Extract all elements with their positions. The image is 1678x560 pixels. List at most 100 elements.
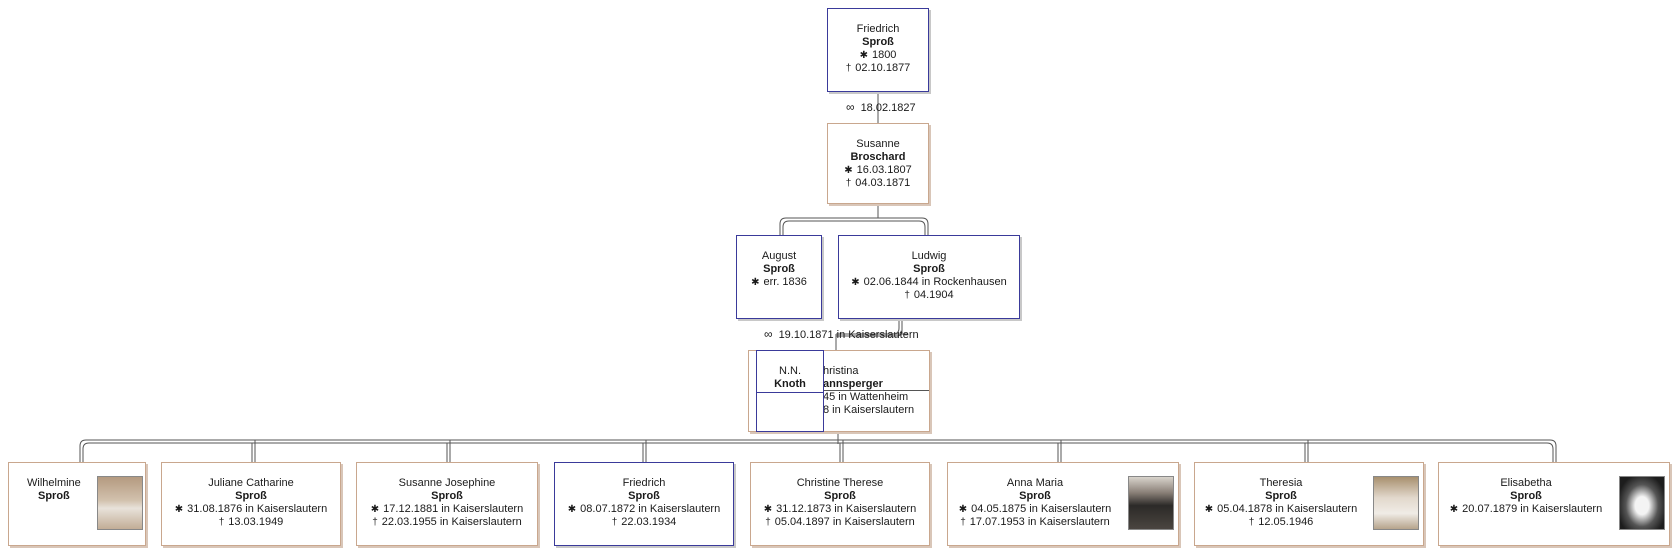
death-date: 13.03.1949 [228, 516, 284, 528]
birth-line: ✱05.04.1878 in Kaiserslautern [1195, 503, 1367, 516]
birth-date: 02.06.1844 in Rockenhausen [863, 276, 1007, 288]
marriage-date: 19.10.1871 in Kaiserslautern [778, 329, 919, 341]
divider-line [823, 390, 929, 391]
person-card-susanne-josephine[interactable]: Susanne Josephine Sproß ✱17.12.1881 in K… [356, 462, 538, 546]
surname: Knoth [757, 378, 823, 391]
person-card-susanne-mother[interactable]: Susanne Broschard ✱16.03.1807 †04.03.187… [827, 123, 929, 204]
death-line: †13.03.1949 [162, 516, 340, 529]
birth-symbol: ✱ [1449, 504, 1459, 515]
person-card-theresia[interactable]: Theresia Sproß ✱05.04.1878 in Kaiserslau… [1194, 462, 1424, 546]
given-name: hristina [823, 365, 859, 377]
given-name: Christine Therese [796, 477, 884, 489]
person-card-nn-knoth[interactable]: N.N. Knoth [756, 350, 824, 432]
birth-date: 17.12.1881 in Kaiserslautern [383, 503, 524, 515]
death-symbol: † [218, 517, 225, 528]
given-name: Susanne Josephine [398, 477, 496, 489]
given-name: N.N. [757, 365, 823, 378]
birth-line: ✱err. 1836 [737, 276, 821, 289]
person-card-friedrich-son[interactable]: Friedrich Sproß ✱08.07.1872 in Kaisersla… [554, 462, 734, 546]
given-name: Friedrich [856, 23, 900, 35]
birth-symbol: ✱ [763, 504, 773, 515]
death-line: †04.1904 [839, 289, 1019, 302]
death-date: 22.03.1934 [621, 516, 677, 528]
surname: Sproß [1265, 490, 1297, 502]
given-name: Friedrich [622, 477, 666, 489]
surname: Sproß [38, 490, 70, 502]
birth-fragment: 45 in Wattenheim [823, 391, 909, 403]
birth-date: 1800 [871, 49, 897, 61]
birth-date: 05.04.1878 in Kaiserslautern [1217, 503, 1358, 515]
death-date: 12.05.1946 [1258, 516, 1314, 528]
surname: Sproß [235, 490, 267, 502]
surname: Sproß [628, 490, 660, 502]
surname: Sproß [913, 263, 945, 275]
death-line: †22.03.1955 in Kaiserslautern [357, 516, 537, 529]
birth-line: ✱31.12.1873 in Kaiserslautern [751, 503, 929, 516]
death-date: 05.04.1897 in Kaiserslautern [774, 516, 915, 528]
birth-date: 31.12.1873 in Kaiserslautern [776, 503, 917, 515]
birth-date: 20.07.1879 in Kaiserslautern [1462, 503, 1603, 515]
death-date: 22.03.1955 in Kaiserslautern [381, 516, 522, 528]
birth-line: ✱02.06.1844 in Rockenhausen [839, 276, 1019, 289]
birth-symbol: ✱ [370, 504, 380, 515]
birth-symbol: ✱ [851, 277, 860, 288]
death-date: 04.03.1871 [855, 177, 911, 189]
given-name: Juliane Catharine [208, 477, 294, 489]
given-name: Theresia [1259, 477, 1303, 489]
person-card-elisabetha[interactable]: Elisabetha Sproß ✱20.07.1879 in Kaisersl… [1438, 462, 1670, 546]
person-card-ludwig[interactable]: Ludwig Sproß ✱02.06.1844 in Rockenhausen… [838, 235, 1020, 319]
person-card-friedrich-father[interactable]: Friedrich Sproß ✱1800 †02.10.1877 [827, 8, 929, 92]
birth-symbol: ✱ [174, 504, 184, 515]
surname: Sproß [1019, 490, 1051, 502]
surname: Sproß [431, 490, 463, 502]
birth-line: ✱04.05.1875 in Kaiserslautern [948, 503, 1122, 516]
given-name: Anna Maria [1006, 477, 1064, 489]
marriage-label-1827: ∞ 18.02.1827 [846, 100, 916, 114]
death-symbol: † [765, 517, 771, 528]
marriage-date: 18.02.1827 [860, 102, 916, 114]
person-card-anna-maria[interactable]: Anna Maria Sproß ✱04.05.1875 in Kaisersl… [947, 462, 1179, 546]
person-card-wilhelmine[interactable]: Wilhelmine Sproß [8, 462, 146, 546]
death-line: †12.05.1946 [1195, 516, 1367, 529]
surname: Sproß [1510, 490, 1542, 502]
death-date: 17.07.1953 in Kaiserslautern [969, 516, 1110, 528]
person-card-august[interactable]: August Sproß ✱err. 1836 [736, 235, 822, 319]
birth-date: 08.07.1872 in Kaiserslautern [580, 503, 721, 515]
portrait-photo [1619, 476, 1665, 530]
birth-symbol: ✱ [844, 165, 853, 176]
portrait-photo [1128, 476, 1174, 530]
divider-line [757, 392, 823, 393]
birth-symbol: ✱ [859, 50, 868, 61]
person-card-juliane-catharine[interactable]: Juliane Catharine Sproß ✱31.08.1876 in K… [161, 462, 341, 546]
birth-line: ✱1800 [828, 49, 928, 62]
birth-line: ✱20.07.1879 in Kaiserslautern [1439, 503, 1613, 516]
surname: Sproß [862, 36, 894, 48]
surname: Broschard [850, 151, 906, 163]
birth-symbol: ✱ [1204, 504, 1214, 515]
birth-line: ✱17.12.1881 in Kaiserslautern [357, 503, 537, 516]
marriage-label-1871: ∞ 19.10.1871 in Kaiserslautern [764, 327, 919, 341]
person-card-christine-therese[interactable]: Christine Therese Sproß ✱31.12.1873 in K… [750, 462, 930, 546]
marriage-rings-icon: ∞ [764, 327, 773, 341]
death-symbol: † [845, 63, 852, 74]
death-symbol: † [904, 290, 910, 301]
death-symbol: † [1248, 517, 1255, 528]
death-symbol: † [960, 517, 966, 528]
death-line: †22.03.1934 [555, 516, 733, 529]
death-line: †05.04.1897 in Kaiserslautern [751, 516, 929, 529]
person-card-spouse-obscured[interactable]: hristina annsperger 45 in Wattenheim 8 i… [748, 350, 930, 432]
death-line: †02.10.1877 [828, 62, 928, 75]
death-symbol: † [611, 517, 618, 528]
birth-line: ✱16.03.1807 [828, 164, 928, 177]
given-name: Susanne [856, 138, 900, 150]
marriage-rings-icon: ∞ [846, 100, 855, 114]
given-name: Wilhelmine [27, 477, 81, 489]
portrait-photo [1373, 476, 1419, 530]
portrait-photo [97, 476, 143, 530]
surname: Sproß [763, 263, 795, 275]
birth-date: 16.03.1807 [856, 164, 912, 176]
death-fragment: 8 in Kaiserslautern [823, 404, 915, 416]
death-symbol: † [372, 517, 378, 528]
surname: Sproß [824, 490, 856, 502]
